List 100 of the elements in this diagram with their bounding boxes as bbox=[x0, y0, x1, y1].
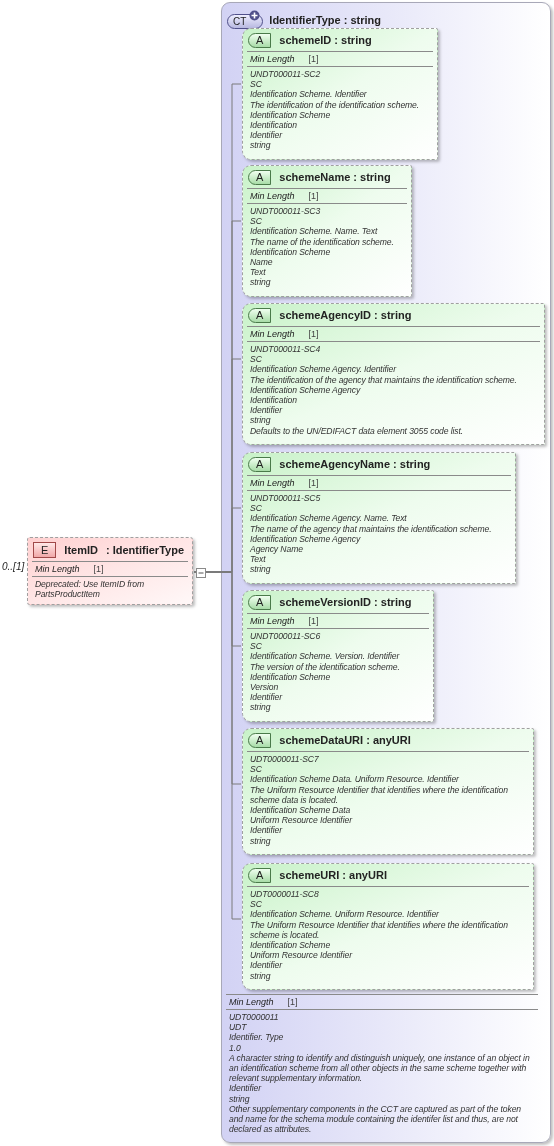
annotation-text: UNDT000011-SC6 bbox=[250, 631, 322, 642]
annotation-text: 1.0 bbox=[229, 1042, 242, 1053]
annotation-text: Identifier bbox=[250, 692, 284, 703]
attribute-box bbox=[242, 728, 534, 855]
annotation-text: UNDT000011-SC5 bbox=[250, 493, 322, 504]
node-title: ItemID bbox=[64, 543, 98, 557]
node-title: schemeName : string bbox=[279, 171, 391, 184]
annotation-text: Identification bbox=[250, 120, 298, 131]
attribute-badge: A bbox=[248, 733, 272, 748]
annotation-text: Identification Scheme Agency bbox=[250, 384, 361, 395]
facet-label: Min Length bbox=[229, 996, 274, 1008]
annotation-text: Identifier bbox=[250, 825, 284, 836]
annotation-text: string bbox=[250, 564, 272, 575]
annotation-text: SC bbox=[250, 503, 263, 514]
annotation-text: Name bbox=[250, 257, 274, 268]
annotation-text: UDT bbox=[229, 1022, 248, 1033]
attribute-box bbox=[242, 452, 516, 584]
facet-value: [1] bbox=[287, 996, 298, 1008]
annotation-text: SC bbox=[250, 354, 263, 365]
annotation-text: Text bbox=[250, 267, 267, 278]
node-title: IdentifierType : string bbox=[269, 13, 381, 27]
node-title: schemeDataURI : anyURI bbox=[279, 734, 411, 747]
annotation-text: Identification Scheme bbox=[250, 940, 332, 951]
node-title: schemeID : string bbox=[279, 34, 372, 47]
annotation-text: Identification Scheme. Version. Identifier bbox=[250, 651, 401, 662]
annotation-text: Identification Scheme Agency. Name. Text bbox=[250, 513, 408, 524]
attribute-box bbox=[242, 863, 534, 990]
annotation-text: SC bbox=[250, 899, 263, 910]
annotation-text: Agency Name bbox=[250, 544, 304, 555]
annotation-text: Identifier bbox=[250, 405, 284, 416]
facet-value: [1] bbox=[308, 477, 319, 489]
annotation-text: Identification Scheme. Uniform Resource. Identifier bbox=[250, 909, 440, 920]
annotation-text: Identifier. Type bbox=[229, 1032, 285, 1043]
attribute-badge: A bbox=[248, 33, 272, 48]
annotation-text: Identification bbox=[250, 395, 298, 406]
annotation-text: UDT0000011-SC8 bbox=[250, 889, 320, 900]
annotation-text: UNDT000011-SC3 bbox=[250, 206, 322, 217]
annotation-text: Identification Scheme. Identifier bbox=[250, 89, 368, 100]
annotation-text: Identification Scheme Data. Uniform Resource. Identifier bbox=[250, 774, 460, 785]
annotation-text: Other supplementary components in the CCT are captured as part of the token and name for the schema module containing the identifer list and thus, are not declared as attributes. bbox=[229, 1103, 522, 1135]
annotation-text: Text bbox=[250, 554, 267, 565]
annotation-text: The identification of the agency that maintains the identification scheme. bbox=[250, 374, 518, 385]
annotation-text: Identification Scheme Agency bbox=[250, 533, 362, 544]
annotation-text: UNDT000011-SC4 bbox=[250, 344, 322, 355]
node-title: schemeAgencyName : string bbox=[279, 458, 431, 471]
facet-value: [1] bbox=[308, 53, 319, 65]
annotation-text: Identification Scheme bbox=[250, 109, 332, 120]
facet-label: Min Length bbox=[250, 477, 295, 489]
facet-value: [1] bbox=[308, 328, 319, 340]
annotation-text: SC bbox=[250, 216, 263, 227]
attribute-badge: A bbox=[248, 170, 272, 185]
attribute-badge: A bbox=[248, 457, 272, 472]
cardinality-label: 0..[1] bbox=[2, 561, 25, 573]
annotation-text: string bbox=[250, 140, 272, 151]
annotation-text: UNDT000011-SC2 bbox=[250, 69, 322, 80]
annotation-text: A character string to identify and distinguish uniquely, one instance of an object in an identification scheme from all other objects in the same scheme together with relevant supplementary information. bbox=[229, 1052, 531, 1084]
facet-label: Min Length bbox=[250, 53, 295, 65]
annotation-text: SC bbox=[250, 764, 263, 775]
annotation-text: string bbox=[229, 1093, 251, 1104]
attribute-badge: A bbox=[248, 308, 272, 323]
annotation-text: string bbox=[250, 702, 272, 713]
annotation-text: The identification of the identification scheme. bbox=[250, 99, 421, 110]
annotation-text: Version bbox=[250, 682, 280, 693]
annotation-text: Identifier bbox=[229, 1083, 263, 1094]
annotation-text: The Uniform Resource Identifier that identifies where the identification scheme data is located. bbox=[250, 784, 509, 805]
attribute-badge: A bbox=[248, 868, 272, 883]
type-name: : IdentifierType bbox=[105, 543, 184, 557]
attribute-box bbox=[242, 590, 434, 722]
element-badge: E bbox=[33, 542, 57, 558]
facet-value: [1] bbox=[93, 563, 104, 575]
annotation-text: string bbox=[250, 277, 272, 288]
annotation-text: Identifier bbox=[250, 960, 284, 971]
annotation-text: Identification Scheme Agency. Identifier bbox=[250, 364, 398, 375]
facet-label: Min Length bbox=[35, 563, 80, 575]
facet-label: Min Length bbox=[250, 190, 295, 202]
annotation-text: Identification Scheme bbox=[250, 671, 332, 682]
node-title: schemeVersionID : string bbox=[279, 596, 412, 609]
facet-value: [1] bbox=[308, 190, 319, 202]
annotation-text: The version of the identification scheme. bbox=[250, 661, 401, 672]
facet-label: Min Length bbox=[250, 615, 295, 627]
element-box bbox=[27, 537, 193, 606]
annotation-text: string bbox=[250, 970, 272, 981]
node-title: schemeURI : anyURI bbox=[279, 869, 387, 882]
annotation-text: string bbox=[250, 415, 272, 426]
attribute-box bbox=[242, 303, 545, 445]
attribute-badge: A bbox=[248, 595, 272, 610]
node-title: schemeAgencyID : string bbox=[279, 309, 412, 322]
annotation-text: Deprecated: Use ItemID from PartsProductItem bbox=[35, 579, 146, 600]
annotation-text: SC bbox=[250, 641, 263, 652]
annotation-text: Identification Scheme Data bbox=[250, 805, 352, 816]
annotation-text: The Uniform Resource Identifier that identifies where the identification scheme is located. bbox=[250, 919, 509, 940]
facet-value: [1] bbox=[308, 615, 319, 627]
annotation-text: Identification Scheme. Name. Text bbox=[250, 226, 379, 237]
annotation-text: Uniform Resource Identifier bbox=[250, 950, 354, 961]
annotation-text: Uniform Resource Identifier bbox=[250, 815, 354, 826]
complex-type-panel bbox=[221, 2, 551, 1143]
annotation-text: string bbox=[250, 835, 272, 846]
annotation-text: Identifier bbox=[250, 130, 284, 141]
annotation-text: The name of the agency that maintains the identification scheme. bbox=[250, 523, 493, 534]
facet-label: Min Length bbox=[250, 328, 295, 340]
